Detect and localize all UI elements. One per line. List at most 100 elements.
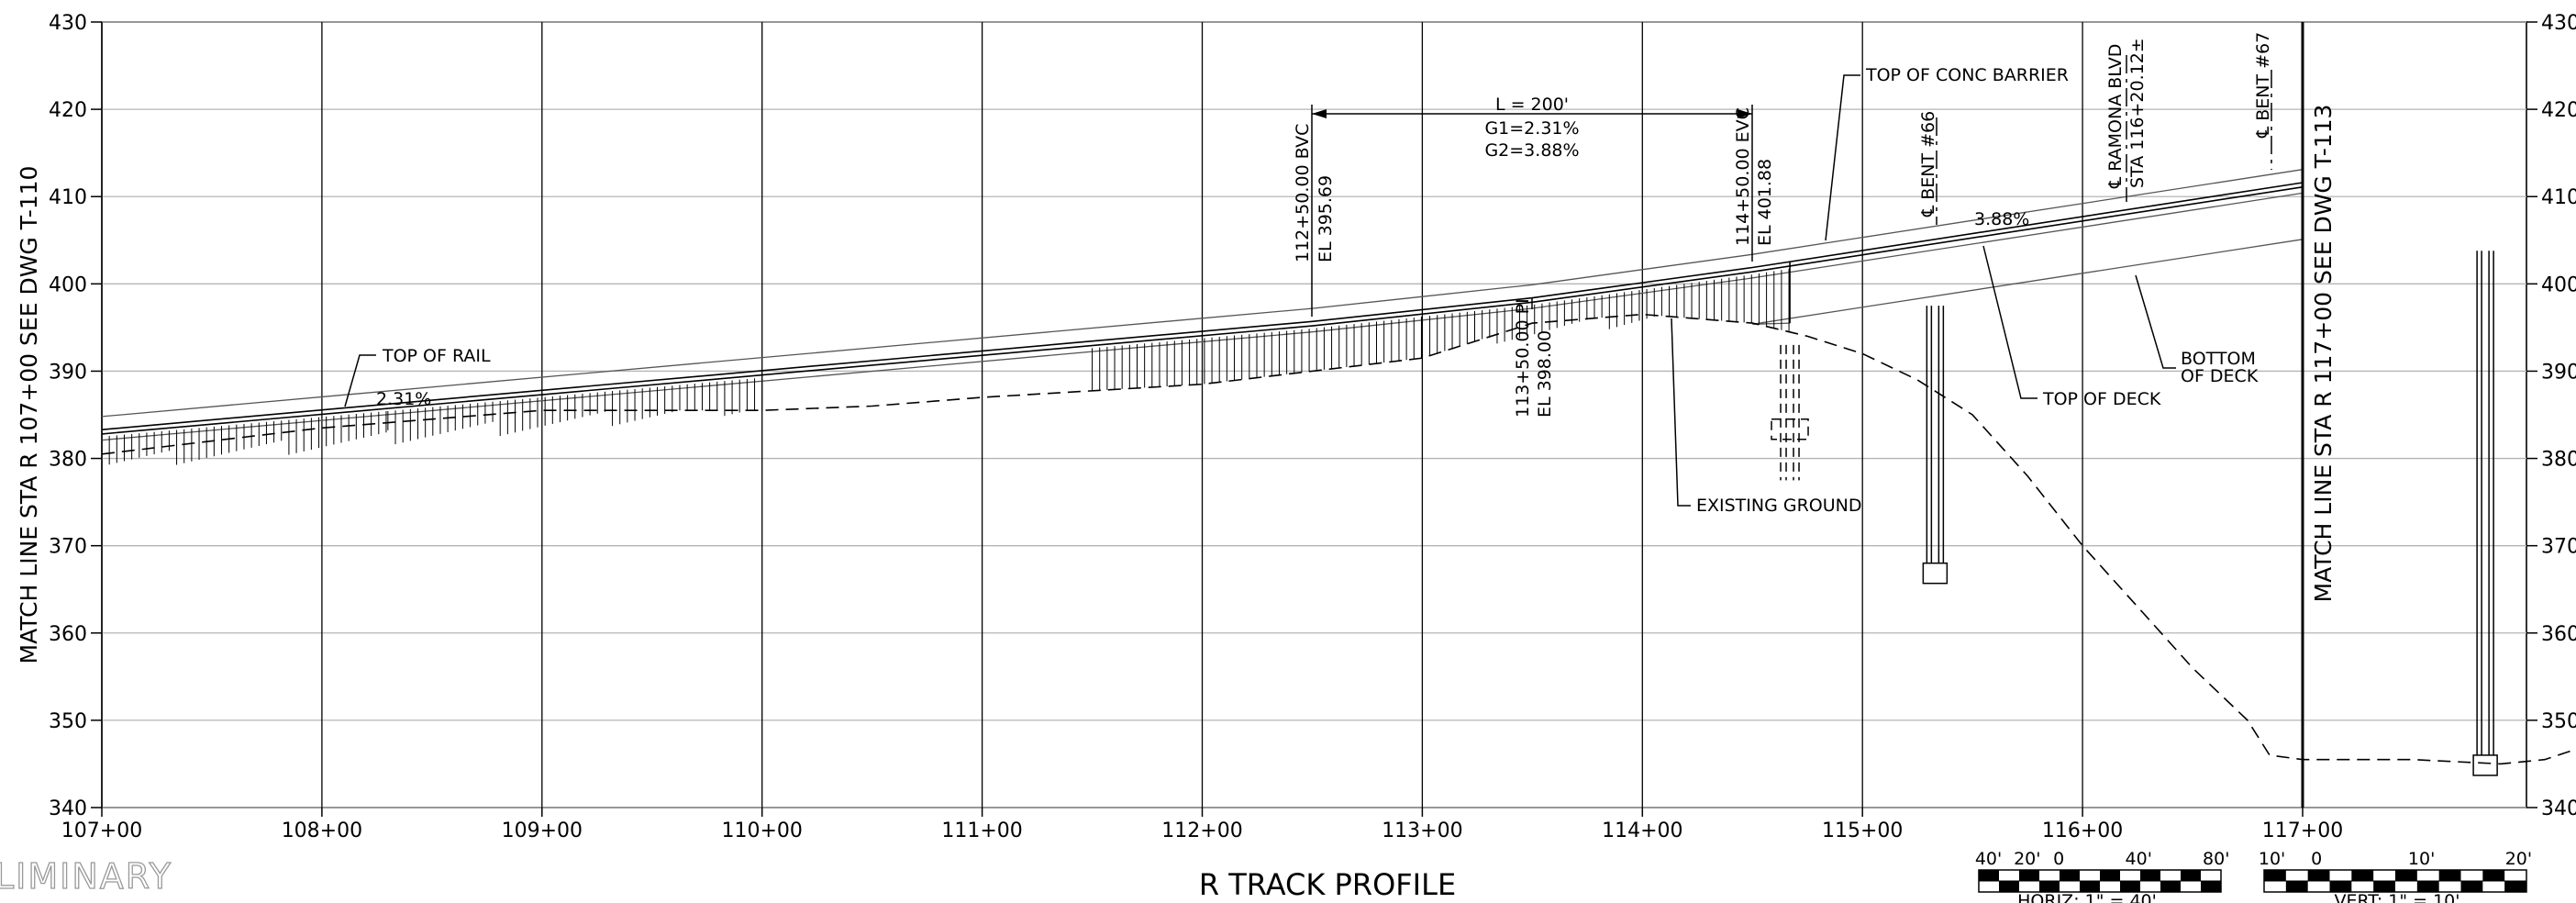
grid (101, 21, 2526, 808)
plot-frame (101, 21, 2527, 808)
grade-right-label: 3.88% (1974, 209, 2029, 229)
match-line-left-label: MATCH LINE STA R 107+00 SEE DWG T-110 (16, 166, 42, 664)
evc-elevation-label: EL 401.88 (1755, 159, 1775, 246)
scale-cell (2395, 870, 2417, 881)
y-tick-label-left: 430 (49, 12, 87, 35)
scale-label: 0 (2053, 849, 2064, 869)
scale-cell (2482, 870, 2505, 881)
scale-cell (2285, 881, 2308, 892)
bottom-of-deck-line (1752, 239, 2304, 325)
x-tick-label: 111+00 (941, 819, 1022, 842)
y-tick-label-left: 340 (49, 797, 87, 820)
scale-label: 20' (2505, 849, 2532, 869)
profile-title: R TRACK PROFILE (1199, 867, 1456, 902)
existing-ground-line (101, 313, 2576, 765)
scale-label: 40' (2126, 849, 2152, 869)
scale-cell (2373, 881, 2395, 892)
x-tick-label: 109+00 (502, 819, 583, 842)
grade-left-label: 2.31% (376, 389, 431, 409)
x-tick-label: 116+00 (2042, 819, 2123, 842)
x-tick-label: 114+00 (1602, 819, 1682, 842)
vc-length-label: L = 200' (1495, 95, 1569, 115)
scale-cell (2438, 870, 2461, 881)
horizontal-scale-bar: 40' 20' 0 40' 80' (1975, 849, 2229, 893)
scale-cell (2160, 881, 2181, 892)
x-tick-label: 115+00 (1822, 819, 1903, 842)
scale-cell (2307, 870, 2330, 881)
scale-label: 10' (2408, 849, 2435, 869)
scale-label: 0 (2311, 849, 2322, 869)
x-tick-label: 113+00 (1382, 819, 1462, 842)
y-tick-label-left: 400 (49, 273, 87, 296)
top-of-deck-label: TOP OF DECK (2042, 389, 2161, 409)
existing-ground-leader (1671, 318, 1691, 507)
scale-label: 80' (2203, 849, 2229, 869)
y-tick-label-right: 350 (2541, 710, 2576, 733)
top-of-rail-label: TOP OF RAIL (382, 346, 491, 366)
y-tick-label-left: 350 (49, 710, 87, 733)
vc-arrow-right (1738, 109, 1752, 118)
bottom-of-deck-line-1: BOTTOM (2181, 349, 2256, 369)
scale-cell (2100, 870, 2120, 881)
existing-ground-label: EXISTING GROUND (1696, 496, 1862, 516)
match-line-right-label: MATCH LINE STA R 117+00 SEE DWG T-113 (2310, 105, 2337, 603)
scale-cell (2329, 881, 2352, 892)
scale-cell (1979, 870, 1999, 881)
scale-cell (1999, 881, 2019, 892)
y-tick-label-right: 410 (2541, 186, 2576, 209)
pi-station-label: 113+50.00 PI (1513, 298, 1533, 418)
vertical-scale-bar: 10' 0 10' 20' (2259, 849, 2532, 893)
ramona-blvd-label: ℄ RAMONA BLVD (2105, 44, 2126, 189)
top-of-rail-line (101, 182, 2304, 430)
embankment-hatch (101, 268, 1790, 467)
bent-66-label: ℄ BENT #66 (1918, 111, 1938, 217)
y-tick-label-left: 380 (49, 449, 87, 472)
x-tick-label: 108+00 (282, 819, 362, 842)
scale-label: 10' (2259, 849, 2285, 869)
x-tick-label: 110+00 (721, 819, 802, 842)
abutment-footing (1771, 418, 1809, 440)
y-tick-label-left: 410 (49, 186, 87, 209)
y-tick-label-right: 360 (2541, 623, 2576, 646)
scale-cell (2120, 881, 2140, 892)
scale-cell (2416, 881, 2439, 892)
y-tick-label-left: 420 (49, 99, 87, 122)
y-tick-label-right: 340 (2541, 797, 2576, 820)
top-of-rail-leader (344, 354, 376, 407)
scale-label: 40' (1975, 849, 2002, 869)
scale-cell (2039, 881, 2060, 892)
top-of-deck-leader (1982, 245, 2037, 399)
bvc-station-label: 112+50.00 BVC (1293, 124, 1313, 262)
top-of-conc-barrier-leader (1825, 74, 1860, 241)
y-tick-label-right: 430 (2541, 12, 2576, 35)
top-of-conc-barrier-line (101, 169, 2304, 418)
y-tick-label-right: 420 (2541, 99, 2576, 122)
y-tick-label-right: 370 (2541, 536, 2576, 559)
x-tick-label: 112+00 (1161, 819, 1242, 842)
scale-label: 20' (2014, 849, 2040, 869)
horizontal-scale-caption: HORIZ: 1" = 40' (2017, 891, 2157, 903)
y-tick-label-left: 370 (49, 536, 87, 559)
bent-67-label: ℄ BENT #67 (2253, 32, 2273, 139)
bvc-elevation-label: EL 395.69 (1316, 175, 1336, 262)
vc-g1-label: G1=2.31% (1484, 118, 1579, 139)
scale-cell (2351, 870, 2374, 881)
bottom-of-deck-leader (2135, 274, 2176, 369)
abutment-piles (1771, 344, 1809, 481)
bent-66-pile (1922, 306, 1949, 585)
preliminary-watermark: LIMINARY (0, 856, 172, 897)
bottom-of-deck-line-2: OF DECK (2181, 366, 2259, 386)
y-tick-label-right: 400 (2541, 273, 2576, 296)
scale-cell (2060, 870, 2080, 881)
pile-footing (1922, 562, 1949, 585)
bottom-of-deck-label: BOTTOM (2181, 349, 2256, 369)
scale-cell (2201, 881, 2221, 892)
scale-cell (2460, 881, 2483, 892)
scale-cell (2181, 870, 2201, 881)
bent-67-pile (2472, 251, 2498, 776)
y-tick-label-left: 390 (49, 361, 87, 384)
scale-cell (2264, 870, 2286, 881)
pile-footing (2472, 754, 2498, 776)
bottom-of-deck-label-2: OF DECK (2181, 366, 2259, 386)
